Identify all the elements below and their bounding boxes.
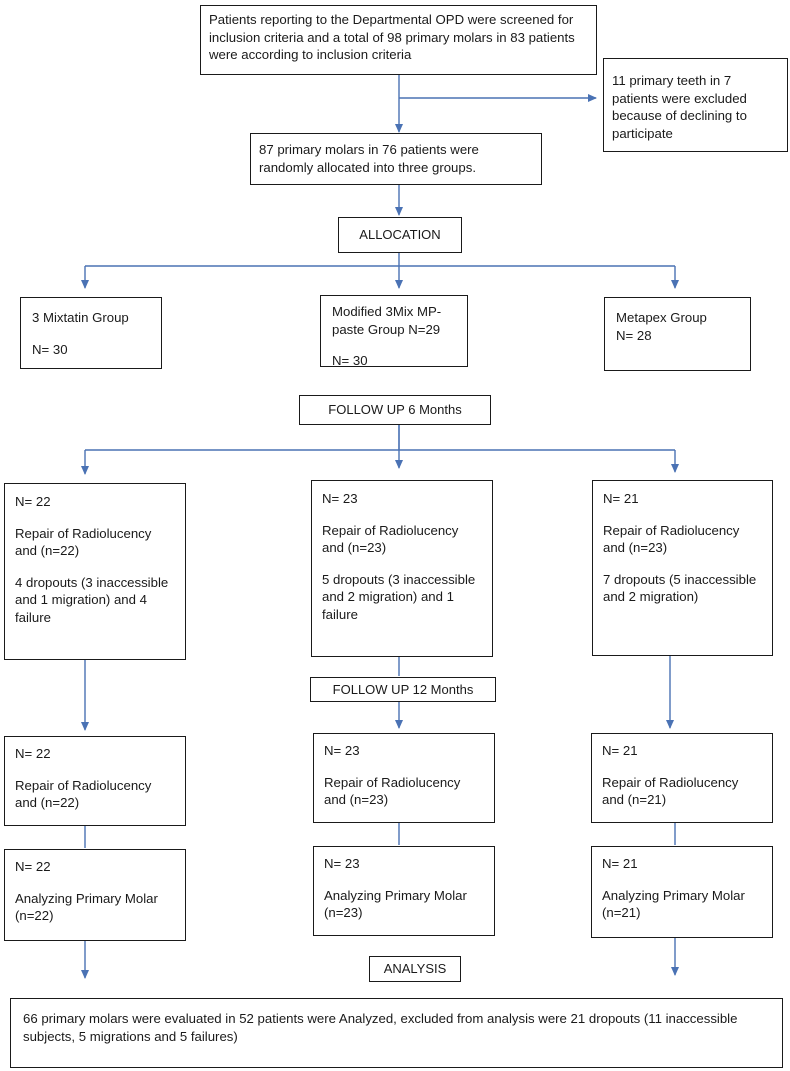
analyzing-3-n: N= 21 [602, 856, 638, 871]
followup12-label: FOLLOW UP 12 Months [310, 677, 496, 702]
group-box-3: Metapex Group N= 28 [604, 297, 751, 371]
followup6-2-dropouts: 5 dropouts (3 inaccessible and 2 migrati… [322, 571, 476, 622]
followup12-1-repair: Repair of Radiolucency and (n=22) [15, 777, 152, 811]
followup6-3-n: N= 21 [603, 491, 639, 506]
analyzing-box-1: N= 22 Analyzing Primary Molar (n=22) [4, 849, 186, 941]
excluded-text: 11 primary teeth in 7 patients were excl… [612, 73, 747, 141]
analyzing-2-n: N= 23 [324, 856, 360, 871]
followup12-1-n: N= 22 [15, 746, 51, 761]
group-1-name: 3 Mixtatin Group [32, 310, 129, 325]
followup12-2-n: N= 23 [324, 743, 360, 758]
analyzing-box-3: N= 21 Analyzing Primary Molar (n=21) [591, 846, 773, 938]
group-1-n: N= 30 [32, 341, 68, 357]
group-2-n: N= 30 [332, 353, 368, 367]
analyzing-2-text: Analyzing Primary Molar (n=23) [324, 887, 467, 921]
group-box-2: Modified 3Mix MP-paste Group N=29 N= 30 [320, 295, 468, 367]
analyzing-1-text: Analyzing Primary Molar (n=22) [15, 890, 158, 924]
followup12-3-repair: Repair of Radiolucency and (n=21) [602, 774, 739, 808]
followup6-box-2: N= 23 Repair of Radiolucency and (n=23) … [311, 480, 493, 657]
followup12-2-repair: Repair of Radiolucency and (n=23) [324, 774, 461, 808]
randomized-text: 87 primary molars in 76 patients were ra… [259, 142, 479, 175]
final-text: 66 primary molars were evaluated in 52 p… [23, 1011, 738, 1044]
excluded-box: 11 primary teeth in 7 patients were excl… [603, 58, 788, 152]
analyzing-3-text: Analyzing Primary Molar (n=21) [602, 887, 745, 921]
followup6-2-n: N= 23 [322, 491, 358, 506]
followup6-3-dropouts: 7 dropouts (5 inaccessible and 2 migrati… [603, 571, 757, 605]
randomized-box: 87 primary molars in 76 patients were ra… [250, 133, 542, 185]
followup6-1-n: N= 22 [15, 494, 51, 509]
followup12-box-2: N= 23 Repair of Radiolucency and (n=23) [313, 733, 495, 823]
group-3-name: Metapex Group [616, 310, 707, 325]
followup12-box-1: N= 22 Repair of Radiolucency and (n=22) [4, 736, 186, 826]
followup6-label: FOLLOW UP 6 Months [299, 395, 491, 425]
followup6-box-1: N= 22 Repair of Radiolucency and (n=22) … [4, 483, 186, 660]
followup6-1-repair: Repair of Radiolucency and (n=22) [15, 525, 152, 559]
followup6-1-dropouts: 4 dropouts (3 inaccessible and 1 migrati… [15, 574, 169, 625]
screening-box: Patients reporting to the Departmental O… [200, 5, 597, 75]
followup12-3-n: N= 21 [602, 743, 638, 758]
allocation-label: ALLOCATION [338, 217, 462, 253]
followup6-2-repair: Repair of Radiolucency and (n=23) [322, 522, 459, 556]
followup12-box-3: N= 21 Repair of Radiolucency and (n=21) [591, 733, 773, 823]
followup6-3-repair: Repair of Radiolucency and (n=23) [603, 522, 740, 556]
final-box: 66 primary molars were evaluated in 52 p… [10, 998, 783, 1068]
analyzing-1-n: N= 22 [15, 859, 51, 874]
screening-text: Patients reporting to the Departmental O… [209, 12, 575, 62]
group-2-name: Modified 3Mix MP-paste Group N=29 [332, 304, 442, 337]
analyzing-box-2: N= 23 Analyzing Primary Molar (n=23) [313, 846, 495, 936]
analysis-label: ANALYSIS [369, 956, 461, 982]
group-box-1: 3 Mixtatin Group N= 30 [20, 297, 162, 369]
group-3-n: N= 28 [616, 327, 652, 343]
followup6-box-3: N= 21 Repair of Radiolucency and (n=23) … [592, 480, 773, 656]
